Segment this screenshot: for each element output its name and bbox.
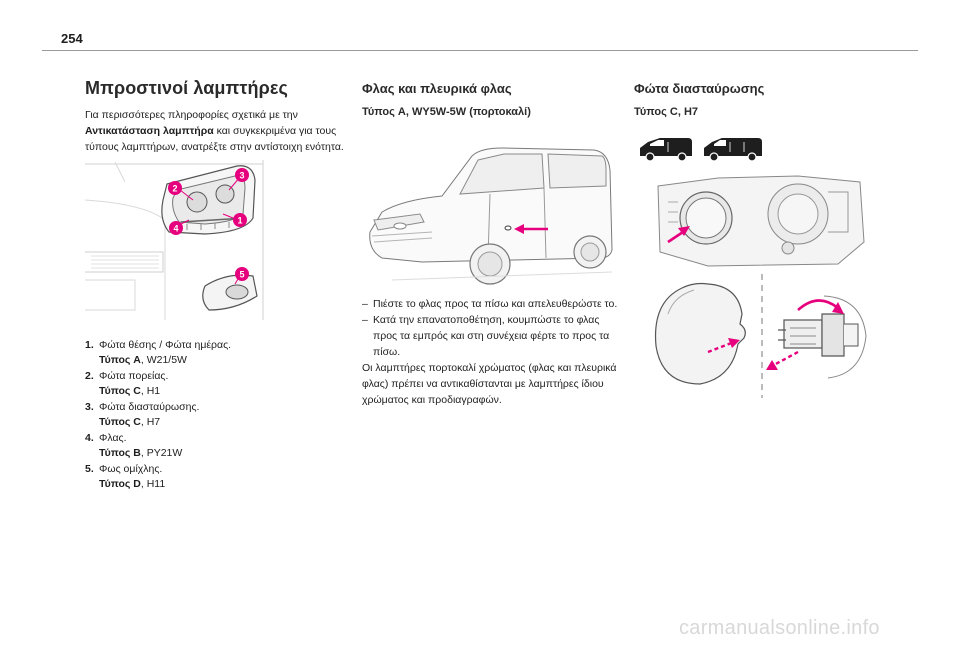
watermark: carmanualsonline.info xyxy=(679,617,880,639)
headlamp-diagram: 2 3 1 4 5 xyxy=(85,160,265,320)
step-1: – Πιέστε το φλας προς τα πίσω και απελευ… xyxy=(362,296,624,312)
legend-type-value: , H11 xyxy=(140,478,166,490)
legend-type-label: Τύπος C xyxy=(99,416,141,428)
page-number: 254 xyxy=(61,31,83,46)
column-indicators: Φλας και πλευρικά φλας Τύπος A, WY5W-5W … xyxy=(362,78,622,128)
legend-number: 4. xyxy=(85,432,94,444)
legend-type-label: Τύπος D xyxy=(99,478,141,490)
van-side-indicator-diagram xyxy=(362,140,622,290)
intro-text-start: Για περισσότερες πληροφορίες σχετικά με … xyxy=(85,109,298,121)
legend-type-value: , H7 xyxy=(140,416,161,428)
legend-description: Φως ομίχλης. xyxy=(99,463,163,475)
bulb-legend: 1. Φώτα θέσης / Φώτα ημέρας. Τύπος A, W2… xyxy=(85,338,325,493)
legend-type-value: , W21/5W xyxy=(140,354,187,366)
headlamp-rear-diagram xyxy=(648,172,870,270)
legend-item-5: 5. Φως ομίχλης. Τύπος D, H11 xyxy=(85,462,325,492)
column-dipped-beam: Φώτα διασταύρωσης Τύπος C, H7 xyxy=(634,78,894,128)
legend-number: 2. xyxy=(85,370,94,382)
callout-1: 1 xyxy=(233,213,247,227)
column-front-lamps: Μπροστινοί λαμπτήρες Για περισσότερες πλ… xyxy=(85,78,347,155)
step-text: Κατά την επανατοποθέτηση, κουμπώστε το φ… xyxy=(373,314,610,358)
callout-2-label: 2 xyxy=(172,184,177,194)
step-dash: – xyxy=(362,314,368,326)
intro-link-text: Αντικατάσταση λαμπτήρα xyxy=(85,125,214,137)
callout-5-label: 5 xyxy=(239,270,244,280)
legend-type-label: Τύπος B xyxy=(99,447,141,459)
intro-paragraph: Για περισσότερες πληροφορίες σχετικά με … xyxy=(85,107,357,155)
legend-type-value: , H1 xyxy=(140,385,161,397)
indicator-instructions: – Πιέστε το φλας προς τα πίσω και απελευ… xyxy=(362,296,624,408)
bulb-cover-removal-diagram xyxy=(648,274,884,404)
step-dash: – xyxy=(362,298,368,310)
top-divider xyxy=(42,50,918,51)
legend-type-label: Τύπος A xyxy=(99,354,141,366)
step-text: Πιέστε το φλας προς τα πίσω και απελευθε… xyxy=(373,298,618,310)
legend-type-label: Τύπος C xyxy=(99,385,141,397)
callout-2: 2 xyxy=(168,181,182,195)
legend-description: Φώτα θέσης / Φώτα ημέρας. xyxy=(99,339,232,351)
amber-bulb-note: Οι λαμπτήρες πορτοκαλί χρώματος (φλας κα… xyxy=(362,362,617,406)
dipped-beam-bulb-type: Τύπος C, H7 xyxy=(634,106,699,118)
callout-3-label: 3 xyxy=(239,171,244,181)
callout-4: 4 xyxy=(169,221,183,235)
page-title: Μπροστινοί λαμπτήρες xyxy=(85,78,288,98)
legend-description: Φλας. xyxy=(99,432,127,444)
intro-text-end: και συγκεκριμένα για τους τύπους λαμπτήρ… xyxy=(85,125,344,153)
legend-type-value: , PY21W xyxy=(140,447,183,459)
legend-item-2: 2. Φώτα πορείας. Τύπος C, H1 xyxy=(85,369,325,399)
legend-item-3: 3. Φώτα διασταύρωσης. Τύπος C, H7 xyxy=(85,400,325,430)
van-short-icon xyxy=(640,138,692,162)
legend-item-1: 1. Φώτα θέσης / Φώτα ημέρας. Τύπος A, W2… xyxy=(85,338,325,368)
legend-description: Φώτα διασταύρωσης. xyxy=(99,401,200,413)
indicators-title: Φλας και πλευρικά φλας xyxy=(362,81,512,96)
callout-1-label: 1 xyxy=(237,216,242,226)
legend-number: 3. xyxy=(85,401,94,413)
step-2: – Κατά την επανατοποθέτηση, κουμπώστε το… xyxy=(362,312,624,360)
legend-description: Φώτα πορείας. xyxy=(99,370,169,382)
legend-number: 1. xyxy=(85,339,94,351)
dipped-beam-title: Φώτα διασταύρωσης xyxy=(634,81,765,96)
legend-number: 5. xyxy=(85,463,94,475)
vehicle-version-icons xyxy=(634,134,764,164)
callout-4-label: 4 xyxy=(173,224,178,234)
callout-5: 5 xyxy=(235,267,249,281)
callout-3: 3 xyxy=(235,168,249,182)
indicators-bulb-type: Τύπος A, WY5W-5W (πορτοκαλί) xyxy=(362,106,531,118)
legend-item-4: 4. Φλας. Τύπος B, PY21W xyxy=(85,431,325,461)
van-long-icon xyxy=(704,138,762,162)
